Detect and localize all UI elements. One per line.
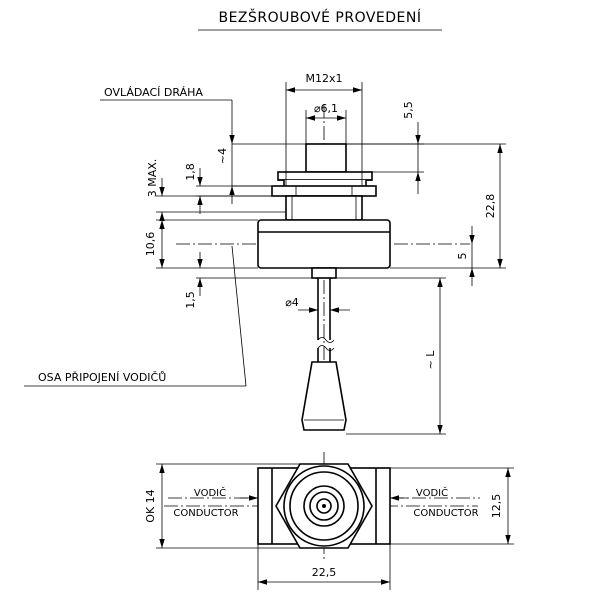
dim-max3: 3 MAX. — [146, 159, 286, 230]
travel-label: OVLÁDACÍ DRÁHA — [104, 86, 203, 99]
side-view — [176, 104, 470, 431]
dim-shaft-offset: 1,5 — [184, 252, 312, 309]
top-view: VODIČ CONDUCTOR VODIČ CONDUCTOR — [164, 452, 480, 562]
drawing-title: BEZŠROUBOVÉ PROVEDENÍ — [218, 8, 421, 26]
dim-total-height-text: 22,8 — [484, 194, 497, 219]
dim-travel-approx-text: ~4 — [216, 148, 229, 164]
dim-lead-length: ~ L — [336, 277, 446, 435]
dim-nut-height-text: 1,8 — [184, 163, 197, 181]
conductor-axis-label: OSA PŘIPOJENÍ VODIČŮ — [38, 371, 166, 384]
dim-max3-text: 3 MAX. — [146, 159, 159, 198]
dim-wire-diameter-text: ⌀4 — [285, 296, 299, 309]
dim-thread-text: M12x1 — [306, 72, 343, 85]
dim-across-flats: OK 14 — [144, 463, 300, 549]
dim-body-depth: 12,5 — [390, 467, 514, 545]
switch-body — [257, 219, 391, 269]
conductor-left-label: CONDUCTOR — [173, 508, 238, 519]
conductor-axis-leader: OSA PŘIPOJENÍ VODIČŮ — [24, 245, 247, 387]
plunger — [305, 143, 347, 173]
dim-body-height-text: 10,6 — [144, 232, 157, 257]
vodic-left-label: VODIČ — [194, 486, 226, 499]
dim-across-flats-text: OK 14 — [144, 489, 157, 522]
dim-travel: OVLÁDACÍ DRÁHA ~4 — [100, 86, 306, 204]
dim-plunger-height-text: 5,5 — [402, 101, 415, 119]
dim-body-height: 10,6 — [144, 219, 258, 269]
probe-tip — [301, 361, 347, 431]
dim-body-width: 22,5 — [257, 544, 391, 590]
lead-collar — [311, 267, 337, 279]
dim-plunger-diameter: ⌀6,1 — [305, 102, 347, 144]
dim-nut-height: 1,8 — [184, 163, 272, 214]
upper-nut — [277, 171, 373, 181]
hex-nut — [271, 185, 377, 197]
dim-shaft-offset-text: 1,5 — [184, 291, 197, 309]
dim-thread: M12x1 — [285, 72, 363, 186]
dim-body-depth-text: 12,5 — [490, 494, 503, 519]
dim-total-height: 22,8 — [346, 143, 506, 269]
vodic-right-label: VODIČ — [416, 486, 448, 499]
conductor-right-label: CONDUCTOR — [413, 508, 478, 519]
dim-body-lower-text: 5 — [456, 253, 469, 260]
dim-body-lower: 5 — [456, 226, 475, 286]
dim-plunger-diameter-text: ⌀6,1 — [314, 102, 338, 115]
dim-lead-length-text: ~ L — [424, 350, 437, 370]
dim-wire-diameter: ⌀4 — [285, 296, 350, 313]
dim-body-width-text: 22,5 — [312, 566, 337, 579]
threaded-neck — [285, 195, 363, 221]
